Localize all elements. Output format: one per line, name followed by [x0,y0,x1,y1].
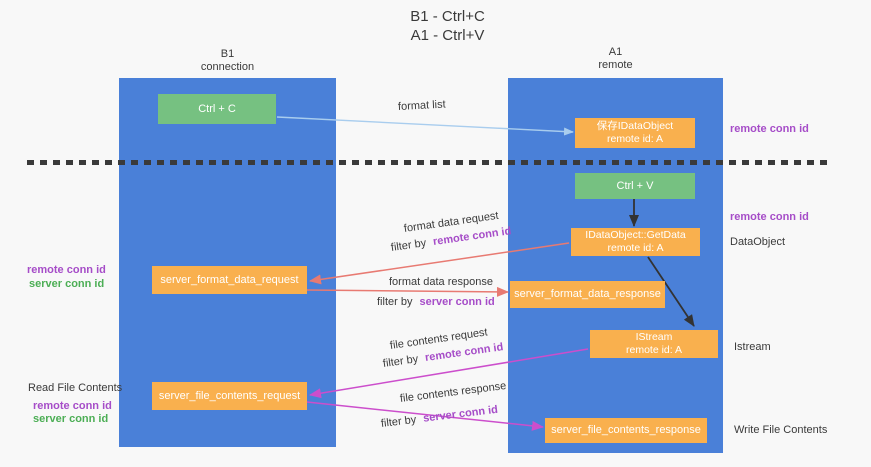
getdata-line1: IDataObject::GetData [585,229,686,241]
getdata-line2: remote id: A [607,242,664,254]
save-dataobject-line1: 保存IDataObject [596,120,674,132]
format-data-response-text: format data response [389,276,493,288]
dashed-divider [27,160,833,165]
label-left-fmt-remote-conn-id: remote conn id [27,264,106,276]
filter-id-server: server conn id [422,403,499,425]
file-contents-response-text: file contents response [399,380,507,405]
caption-file-response-filter: filter by server conn id [380,404,498,430]
label-left-file-remote-conn-id: remote conn id [33,400,112,412]
server-format-data-request-box: server_format_data_request [152,266,307,294]
ctrl-v-label: Ctrl + V [616,179,654,192]
lane-header-b1: B1 connection [119,48,336,74]
caption-format-response-filter: filter by server conn id [377,296,495,308]
label-remote-conn-id-mid: remote conn id [730,211,809,223]
label-write-file-contents: Write File Contents [734,424,828,436]
caption-format-list: format list [398,99,446,113]
ctrl-c-label: Ctrl + C [198,102,236,115]
caption-file-contents-response: file contents response [399,380,507,405]
format-response-arrow [306,286,509,297]
save-dataobject-box: 保存IDataObject remote id: A [575,118,695,148]
server-format-data-request-label: server_format_data_request [160,273,299,286]
istream-line2: remote id: A [625,344,683,356]
server-file-contents-response-box: server_file_contents_response [545,418,707,443]
filter-by-text: filter by [390,237,427,254]
save-dataobject-line2: remote id: A [606,133,664,145]
diagram-title: B1 - Ctrl+C A1 - Ctrl+V [12,7,871,45]
lane-a1-sub: remote [598,59,633,71]
getdata-box: IDataObject::GetData remote id: A [571,228,700,256]
caption-format-data-response: format data response [389,276,493,288]
ctrl-c-box: Ctrl + C [158,94,276,124]
title-line-2: A1 - Ctrl+V [410,27,485,44]
filter-id-server: server conn id [419,296,495,308]
filter-by-text: filter by [382,353,419,370]
server-format-data-response-label: server_format_data_response [514,288,661,300]
format-list-text: format list [397,98,446,113]
lane-header-a1: A1 remote [508,46,723,72]
server-file-contents-request-box: server_file_contents_request [152,382,307,410]
ctrl-v-box: Ctrl + V [575,173,695,199]
server-file-contents-request-label: server_file_contents_request [158,389,301,402]
label-left-file-server-conn-id: server conn id [33,413,109,425]
label-remote-conn-id-top: remote conn id [730,123,809,135]
title-line-1: B1 - Ctrl+C [410,8,485,25]
server-file-contents-response-label: server_file_contents_response [551,424,701,436]
server-format-data-response-box: server_format_data_response [510,281,665,308]
lane-a1-name: A1 [608,46,623,58]
label-istream: Istream [734,341,771,353]
istream-box: IStream remote id: A [590,330,718,358]
filter-by-text: filter by [377,296,413,308]
istream-line1: IStream [635,331,673,343]
lane-b1-sub: connection [200,61,255,73]
label-dataobject: DataObject [730,236,786,248]
filter-by-text: filter by [380,413,417,430]
label-read-file-contents: Read File Contents [28,382,123,394]
label-left-fmt-server-conn-id: server conn id [29,278,105,290]
lane-b1-name: B1 [220,48,235,60]
